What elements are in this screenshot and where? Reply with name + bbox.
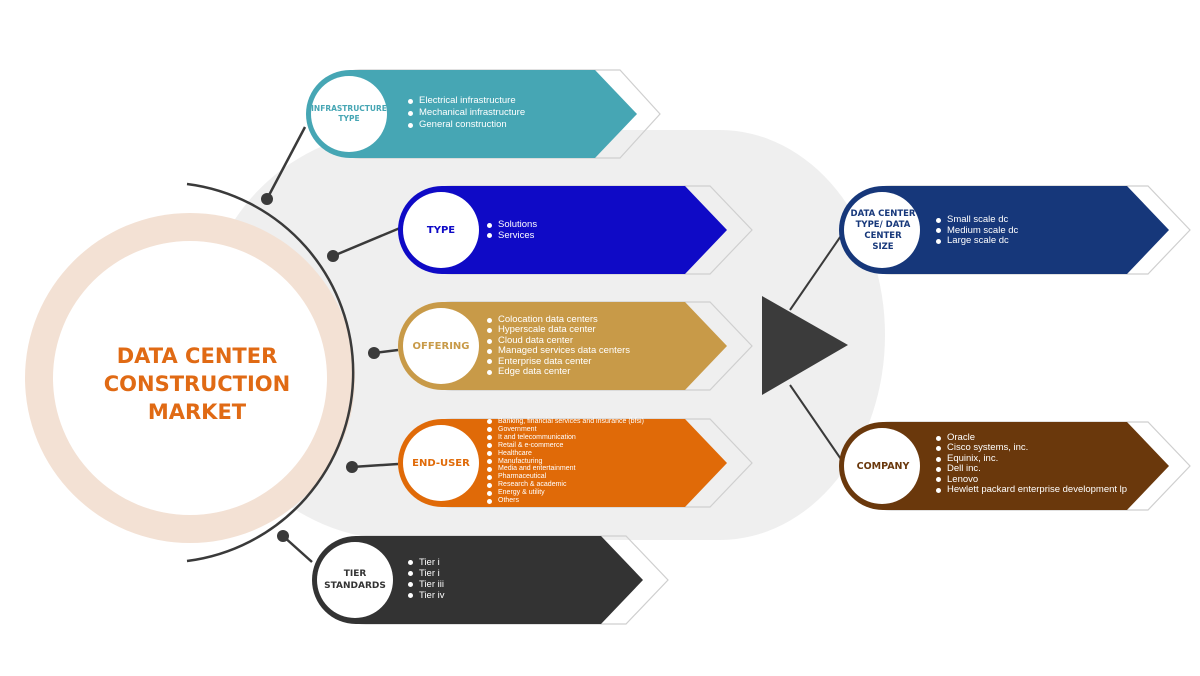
label-company-text: COMPANY: [856, 460, 910, 472]
connector-dot-type: [327, 250, 339, 262]
list-item: General construction: [408, 119, 525, 131]
list-item: Managed services data centers: [487, 345, 630, 356]
list-item: Research & academic: [487, 481, 644, 489]
label-infrastructure-line-1: INFRASTRUCTURE: [311, 104, 387, 113]
label-offering-text: OFFERING: [412, 340, 470, 352]
list-item: Energy & utility: [487, 489, 644, 497]
play-triangle-icon: [762, 296, 848, 395]
connector-dot-tier: [277, 530, 289, 542]
list-offering: Colocation data centers Hyperscale data …: [487, 314, 630, 377]
list-item: Mechanical infrastructure: [408, 107, 525, 119]
list-item: Hyperscale data center: [487, 324, 630, 335]
list-item: Colocation data centers: [487, 314, 630, 325]
list-tier: Tier i Tier i Tier iii Tier iv: [408, 557, 445, 601]
connector-company: [789, 384, 846, 466]
list-item: Retail & e-commerce: [487, 442, 644, 450]
arrow-dcsize: [839, 185, 1191, 275]
list-item: Oracle: [936, 432, 1127, 443]
label-enduser-text: END-USER: [412, 457, 470, 469]
list-item: Hewlett packard enterprise development l…: [936, 484, 1127, 495]
list-dcsize: Small scale dc Medium scale dc Large sca…: [936, 214, 1018, 247]
list-item: Pharmaceutical: [487, 473, 644, 481]
list-item: Tier i: [408, 568, 445, 579]
list-item: Edge data center: [487, 366, 630, 377]
label-infrastructure-line-2: TYPE: [338, 114, 360, 123]
list-item: Manufacturing: [487, 458, 644, 466]
list-item: Small scale dc: [936, 214, 1018, 226]
list-item: Tier iii: [408, 579, 445, 590]
label-dcsize-line-4: SIZE: [872, 242, 894, 252]
label-enduser: END-USER: [405, 453, 477, 473]
list-item: Healthcare: [487, 450, 644, 458]
center-inner-circle: [53, 241, 327, 515]
list-item: Cisco systems, inc.: [936, 442, 1127, 453]
arrow-tier: [312, 535, 669, 625]
list-item: Electrical infrastructure: [408, 95, 525, 107]
connector-tier: [282, 535, 313, 563]
list-item: Media and entertainment: [487, 465, 644, 473]
list-company: Oracle Cisco systems, inc. Equinix, inc.…: [936, 432, 1127, 495]
list-item: It and telecommunication: [487, 434, 644, 442]
list-item: Large scale dc: [936, 235, 1018, 247]
connector-dot-infrastructure: [261, 193, 273, 205]
label-dcsize-line-3: CENTER: [864, 231, 902, 241]
list-item: Equinix, inc.: [936, 453, 1127, 464]
list-item: Dell inc.: [936, 463, 1127, 474]
center-title-line-2: CONSTRUCTION: [103, 372, 291, 396]
label-infrastructure: INFRASTRUCTURE TYPE: [311, 96, 387, 132]
label-dcsize-line-1: DATA CENTER: [850, 209, 916, 219]
list-item: Enterprise data center: [487, 356, 630, 367]
label-tier: TIER STANDARDS: [317, 566, 393, 594]
label-tier-line-1: TIER: [343, 569, 367, 579]
label-dcsize-line-2: TYPE/ DATA: [855, 220, 911, 230]
connector-arc: [186, 182, 355, 563]
connector-enduser: [351, 462, 399, 469]
arrow-type: [398, 185, 753, 275]
arrow-enduser: [398, 418, 753, 508]
connector-dot-offering: [368, 347, 380, 359]
list-item: Lenovo: [936, 474, 1127, 485]
label-dcsize: DATA CENTER TYPE/ DATA CENTER SIZE: [846, 208, 920, 254]
arrow-offering: [398, 301, 753, 391]
connector-dot-enduser: [346, 461, 358, 473]
list-item: Services: [487, 230, 537, 242]
list-type: Solutions Services: [487, 219, 537, 242]
list-item: Cloud data center: [487, 335, 630, 346]
list-item: Tier iv: [408, 590, 445, 601]
list-infrastructure: Electrical infrastructure Mechanical inf…: [408, 95, 525, 131]
label-company: COMPANY: [846, 456, 920, 476]
center-title: DATA CENTER CONSTRUCTION MARKET: [82, 342, 312, 426]
list-item: Others: [487, 497, 644, 505]
connector-dcsize: [789, 229, 846, 311]
list-item: Tier i: [408, 557, 445, 568]
center-title-line-1: DATA CENTER: [116, 344, 278, 368]
connector-type: [332, 226, 401, 258]
list-item: Government: [487, 426, 644, 434]
center-title-line-3: MARKET: [147, 400, 247, 424]
label-tier-line-2: STANDARDS: [324, 581, 386, 591]
connector-infrastructure: [265, 126, 307, 200]
label-type: TYPE: [405, 220, 477, 240]
list-item: Solutions: [487, 219, 537, 231]
arrow-infrastructure: [306, 69, 661, 159]
list-enduser: Banking, financial services and insuranc…: [487, 418, 644, 505]
list-item: Medium scale dc: [936, 225, 1018, 237]
arrow-company: [839, 421, 1191, 511]
label-offering: OFFERING: [405, 336, 477, 356]
list-item: Banking, financial services and insuranc…: [487, 418, 644, 426]
label-type-text: TYPE: [426, 224, 456, 236]
